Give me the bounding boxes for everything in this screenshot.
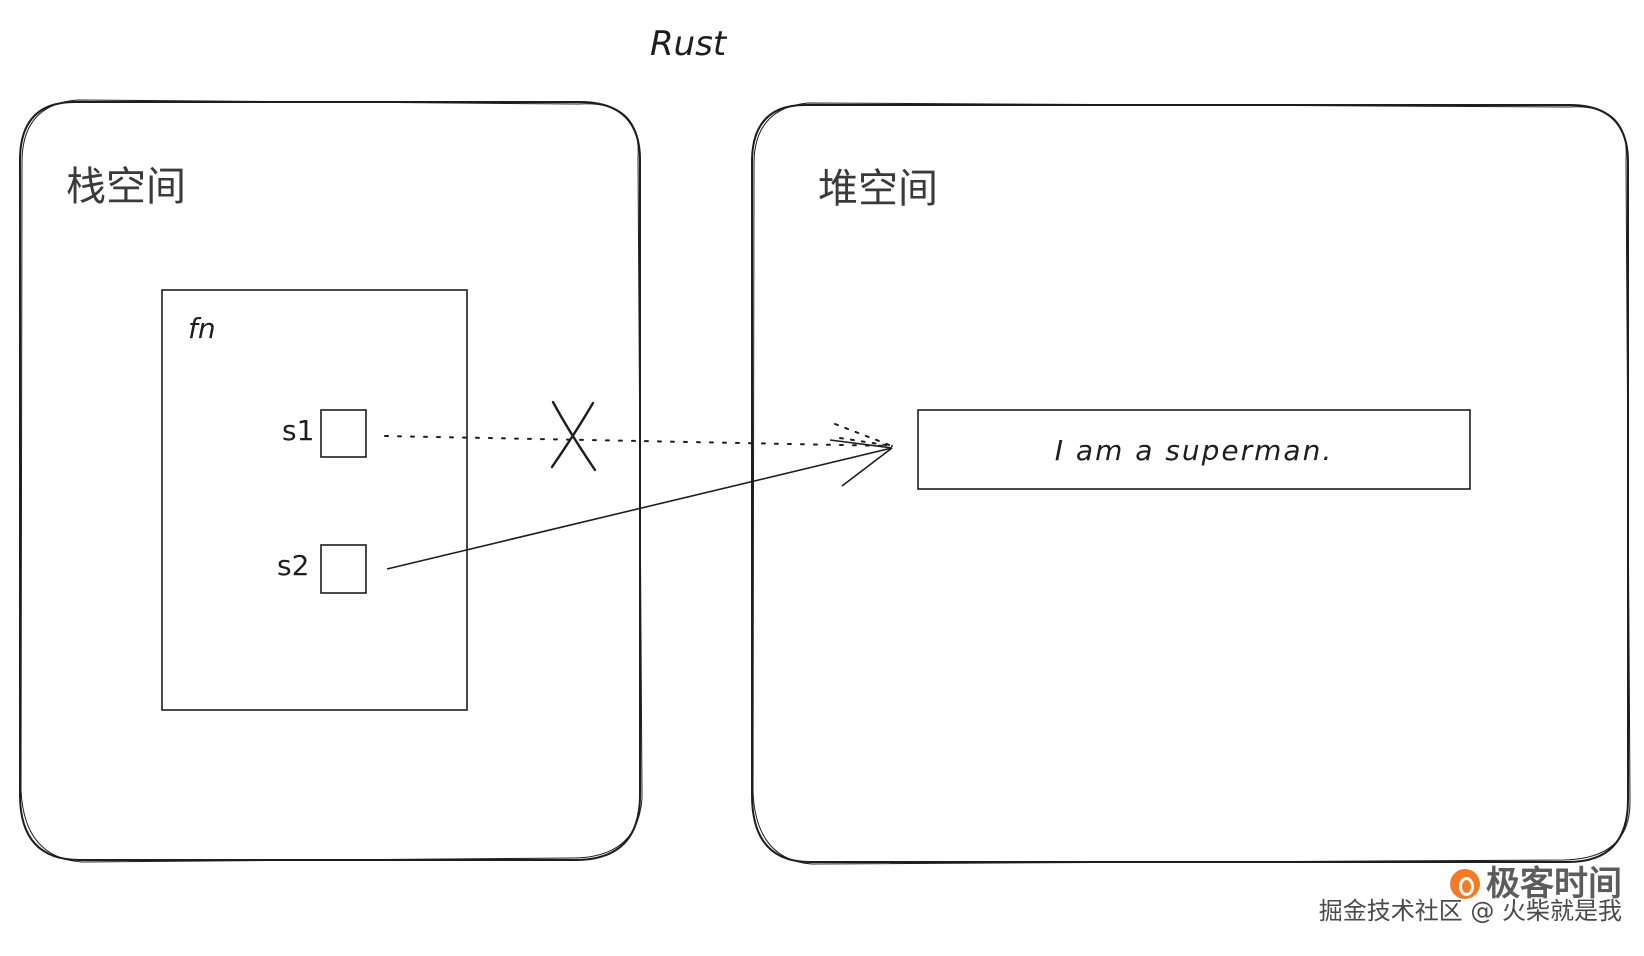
diagram-title: Rust [650, 24, 728, 64]
variable-s1: s1 [282, 409, 367, 458]
s2-pointer-arrow [386, 439, 893, 570]
variable-s2-label: s2 [277, 549, 309, 582]
stack-label: 栈空间 [66, 164, 186, 210]
heap-value-box: I am a superman. [917, 409, 1471, 490]
invalidation-cross [550, 400, 597, 472]
heap-value-text: I am a superman. [1055, 434, 1333, 467]
heap-label: 堆空间 [818, 166, 938, 212]
stack-region: 栈空间 [19, 99, 643, 863]
variable-s1-box [320, 409, 367, 458]
variable-s2: s2 [277, 544, 367, 594]
function-frame-label: fn [188, 312, 216, 345]
heap-region: 堆空间 [751, 102, 1631, 865]
variable-s1-label: s1 [282, 414, 314, 447]
variable-s2-box [320, 544, 367, 594]
function-frame: fn [161, 289, 468, 711]
s1-invalidated-pointer [384, 423, 893, 447]
